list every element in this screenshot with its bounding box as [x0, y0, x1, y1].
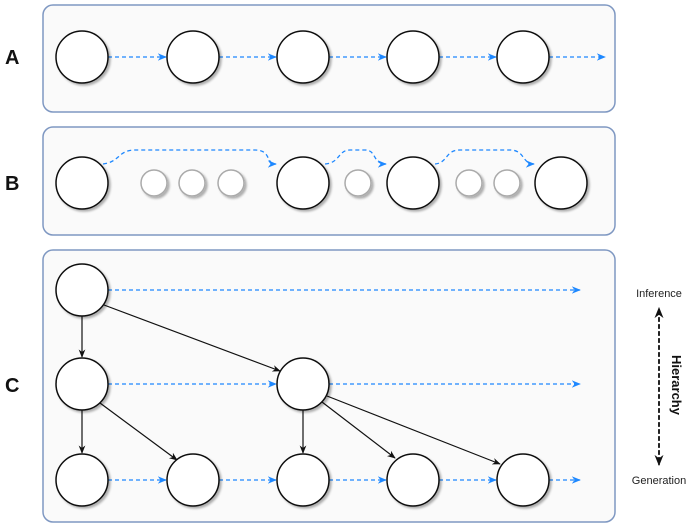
- solid-arrow: [326, 395, 501, 465]
- node: [276, 30, 330, 84]
- label-c: C: [5, 375, 19, 397]
- node: [496, 453, 550, 507]
- hierarchy-label: Hierarchy: [669, 355, 684, 416]
- skipped-node: [455, 169, 483, 197]
- node: [55, 453, 109, 507]
- node: [55, 357, 109, 411]
- skipped-node: [217, 169, 245, 197]
- dashed-curve-arrow: [434, 149, 535, 168]
- label-a: A: [5, 47, 19, 69]
- node: [276, 453, 330, 507]
- solid-arrow: [103, 304, 281, 372]
- skipped-node: [178, 169, 206, 197]
- node: [55, 263, 109, 317]
- node: [55, 156, 109, 210]
- dashed-curve-arrow: [324, 149, 387, 168]
- node: [276, 357, 330, 411]
- node: [496, 30, 550, 84]
- solid-arrow: [99, 402, 178, 461]
- skipped-node: [140, 169, 168, 197]
- node: [55, 30, 109, 84]
- inference-label: Inference: [636, 288, 682, 300]
- node: [534, 156, 588, 210]
- node: [276, 156, 330, 210]
- node: [386, 156, 440, 210]
- skipped-node: [344, 169, 372, 197]
- node: [386, 453, 440, 507]
- node: [166, 453, 220, 507]
- node: [166, 30, 220, 84]
- node: [386, 30, 440, 84]
- label-b: B: [5, 173, 19, 195]
- skipped-node: [493, 169, 521, 197]
- generation-label: Generation: [632, 475, 686, 487]
- solid-arrow: [321, 401, 396, 459]
- dashed-curve-arrow: [102, 149, 277, 168]
